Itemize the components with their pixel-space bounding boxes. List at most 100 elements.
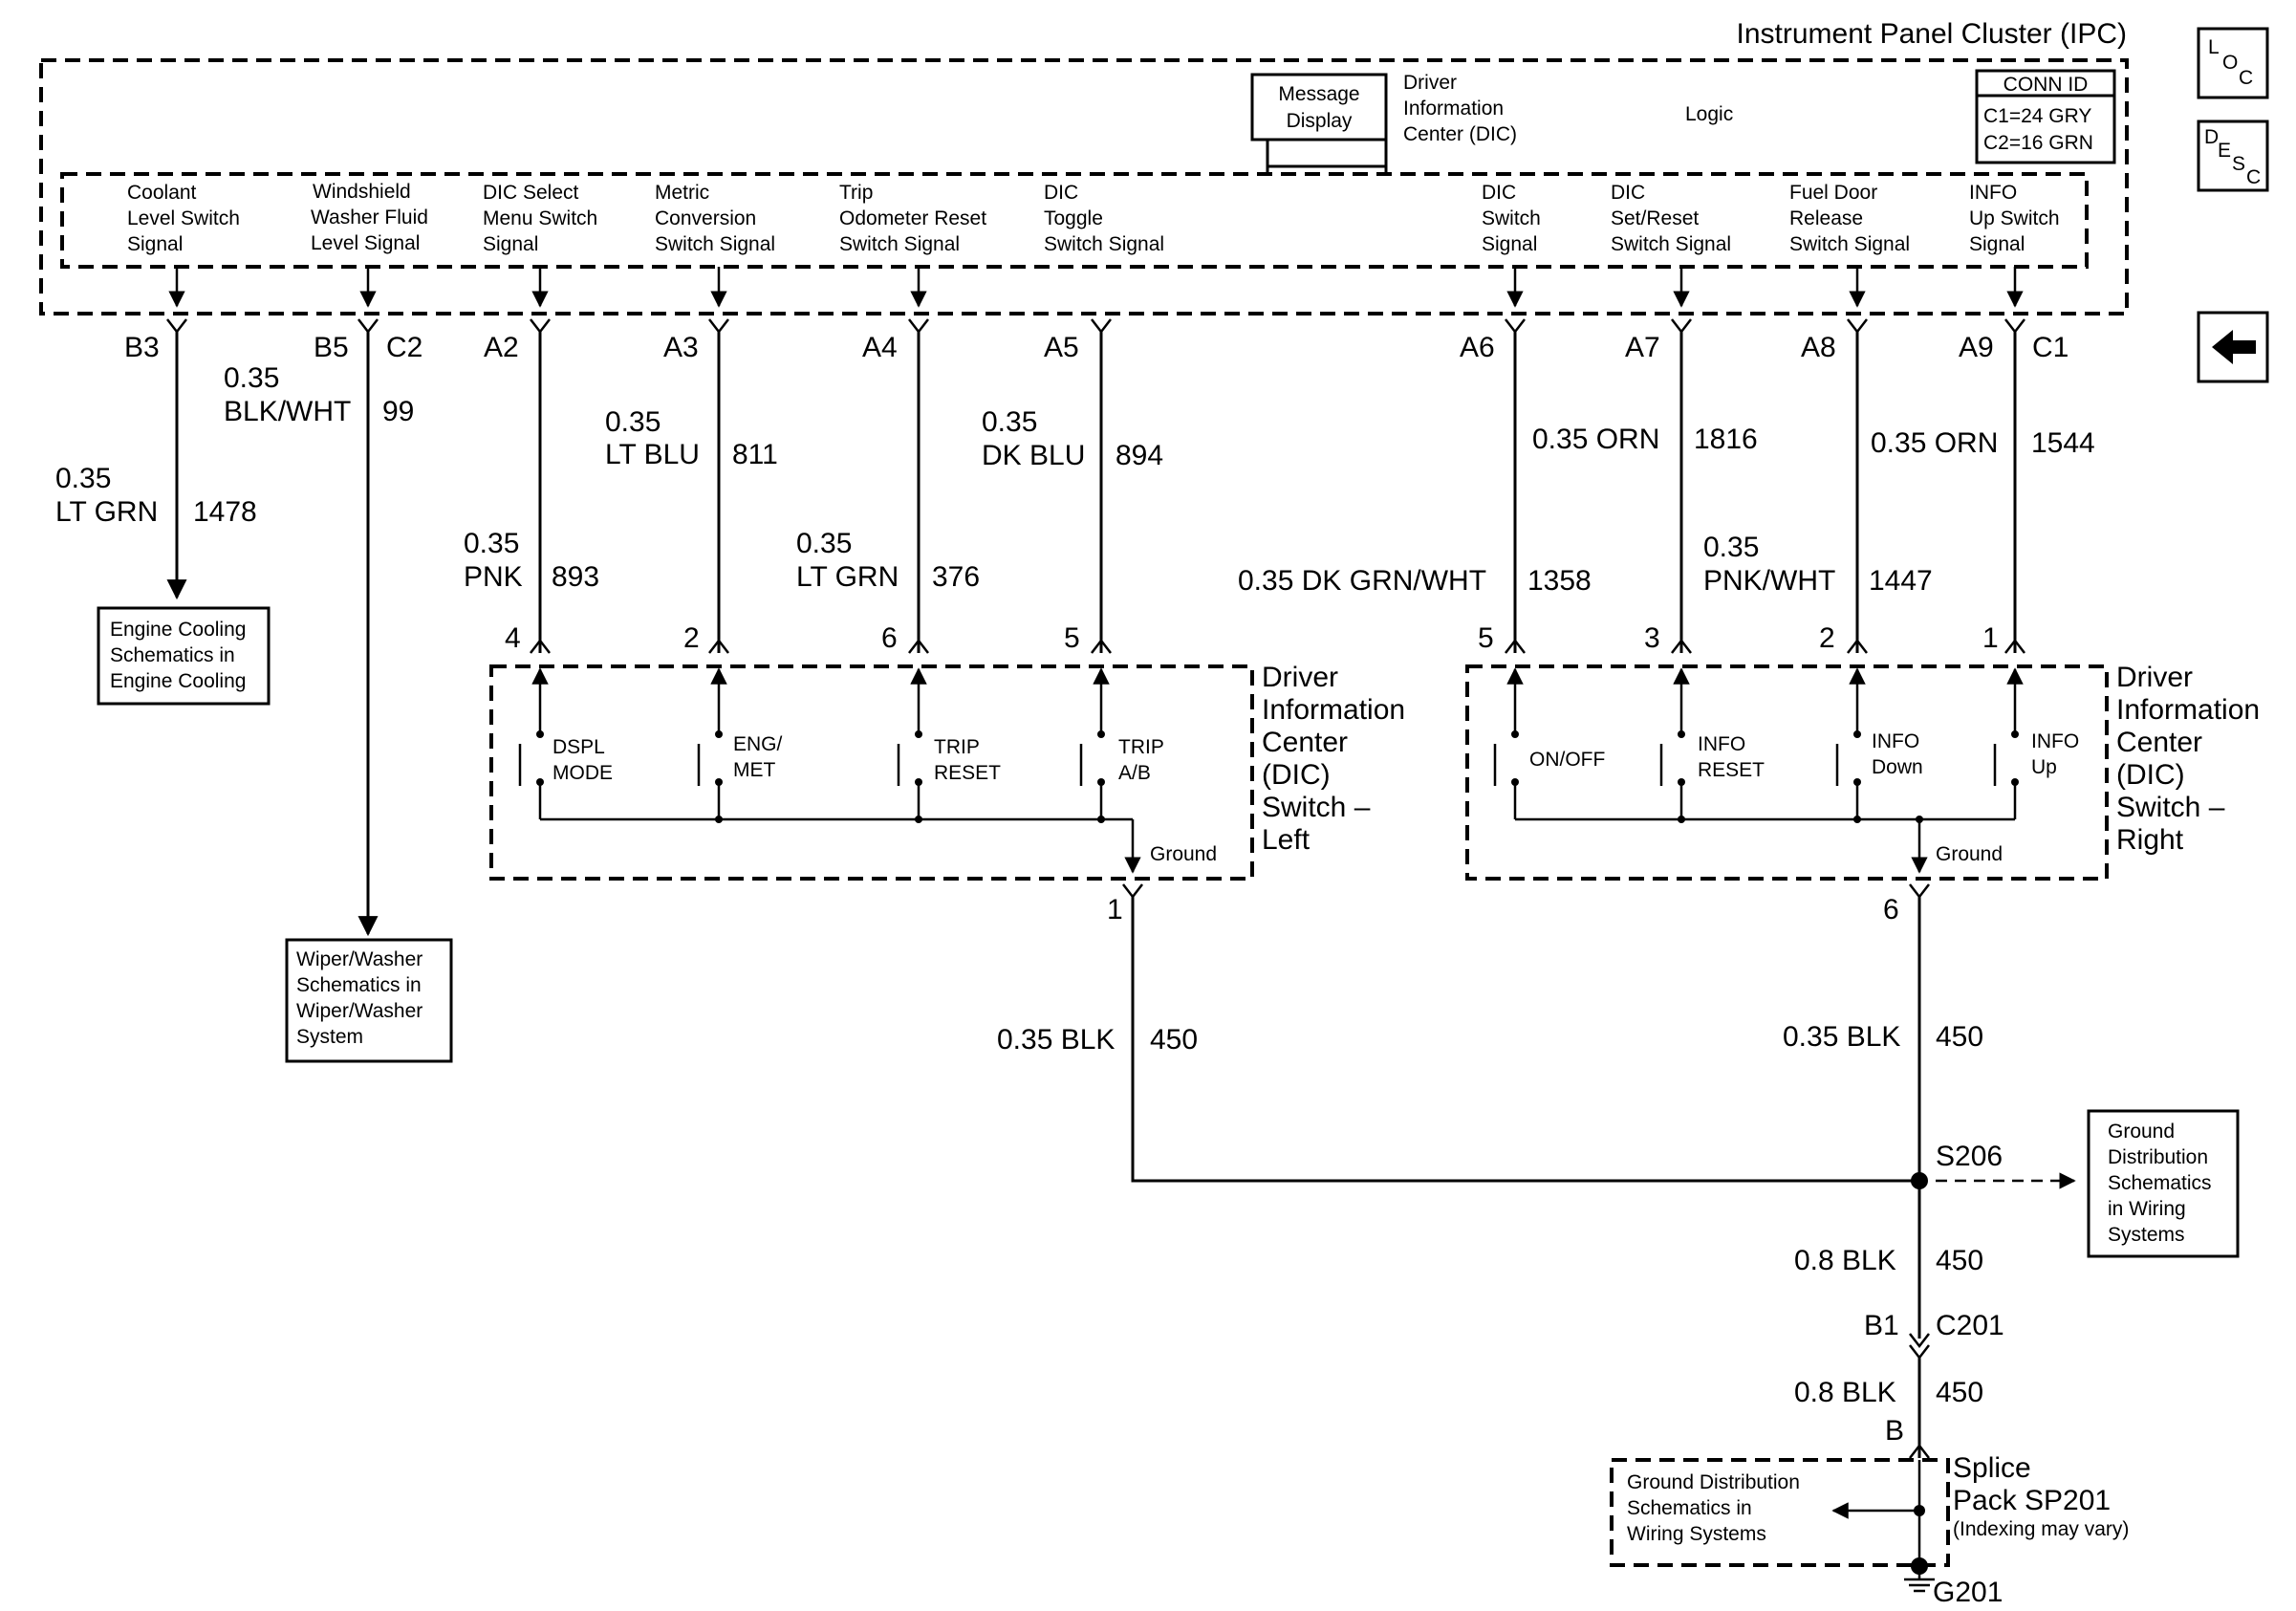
switch-on-off: ON/OFF <box>1493 667 1605 819</box>
svg-text:Set/Reset: Set/Reset <box>1611 207 1699 229</box>
pin-a9: A9 <box>1959 332 1994 363</box>
svg-text:S206: S206 <box>1936 1141 2003 1172</box>
svg-text:0.35 ORN: 0.35 ORN <box>1532 424 1659 455</box>
svg-text:D: D <box>2204 126 2219 148</box>
svg-text:A/B: A/B <box>1118 762 1151 784</box>
signal-label-coolant: Coolant Level Switch Signal <box>127 182 240 255</box>
dic-label: Driver Information Center (DIC) <box>1403 72 1517 145</box>
svg-text:O: O <box>2222 52 2238 74</box>
svg-text:2: 2 <box>1819 622 1835 654</box>
svg-text:Message: Message <box>1278 83 1359 105</box>
svg-text:Windshield: Windshield <box>313 181 411 203</box>
svg-text:(DIC): (DIC) <box>1262 759 1331 791</box>
svg-text:ON/OFF: ON/OFF <box>1529 749 1605 771</box>
switch-info-reset: INFO RESET <box>1659 667 1765 819</box>
dic-switch-right: 5 3 2 1 Driver Information Center (DIC) … <box>1465 622 2260 925</box>
svg-text:G201: G201 <box>1933 1577 2003 1608</box>
svg-text:C: C <box>2246 166 2261 188</box>
svg-text:Schematics in: Schematics in <box>1627 1497 1752 1519</box>
ipc-outline <box>39 58 2129 316</box>
svg-text:C201: C201 <box>1936 1310 2004 1341</box>
svg-text:Driver: Driver <box>2116 662 2193 693</box>
svg-text:0.35 DK GRN/WHT: 0.35 DK GRN/WHT <box>1238 565 1486 597</box>
wire-450-c201: 0.8 BLK 450 <box>1794 1358 1983 1458</box>
svg-text:S: S <box>2232 153 2245 175</box>
pin-a8: A8 <box>1801 332 1836 363</box>
switch-info-up: INFO Up <box>1993 667 2079 819</box>
wire-1358: 0.35 DK GRN/WHT 1358 <box>1238 332 1592 653</box>
instrument-panel-cluster: Instrument Panel Cluster (IPC) Message D… <box>39 18 2129 316</box>
wire-376: 0.35 LT GRN 376 <box>796 332 980 653</box>
svg-text:in Wiring: in Wiring <box>2108 1198 2186 1220</box>
wiper-washer-ref[interactable]: Wiper/Washer Schematics in Wiper/Washer … <box>285 938 453 1063</box>
ipc-pin-labels: B3 B5 C2 A2 A3 A4 A5 A6 A7 A8 A9 C1 <box>124 332 2069 363</box>
ground-distribution-ref[interactable]: Ground Distribution Schematics in Wiring… <box>2087 1109 2240 1258</box>
wire-99: 0.35 BLK/WHT 99 <box>224 332 414 937</box>
switch-trip-ab: TRIP A/B <box>1079 667 1164 819</box>
svg-text:450: 450 <box>1936 1245 1983 1276</box>
ground-distribution-splice-ref[interactable]: Ground Distribution Schematics in Wiring… <box>1627 1471 1800 1545</box>
svg-text:0.35: 0.35 <box>1703 532 1759 563</box>
svg-text:Center (DIC): Center (DIC) <box>1403 123 1517 145</box>
svg-text:Splice: Splice <box>1953 1452 2031 1484</box>
dic-switch-left: 4 2 6 5 Driver Information Center (DIC) … <box>489 622 1405 925</box>
svg-text:TRIP: TRIP <box>1118 736 1164 758</box>
svg-text:INFO: INFO <box>1872 730 1919 752</box>
svg-text:TRIP: TRIP <box>934 736 980 758</box>
svg-text:Right: Right <box>2116 824 2184 856</box>
svg-text:LT GRN: LT GRN <box>796 561 899 593</box>
switch-info-down: INFO Down <box>1835 667 1923 819</box>
signal-label-dic-toggle: DIC Toggle Switch Signal <box>1044 182 1164 255</box>
svg-text:Systems: Systems <box>2108 1224 2185 1246</box>
svg-text:Conversion: Conversion <box>655 207 756 229</box>
svg-text:Driver: Driver <box>1403 72 1457 94</box>
signal-label-dic-select: DIC Select Menu Switch Signal <box>483 182 597 255</box>
ground-label-right: Ground <box>1936 843 2003 865</box>
svg-text:Washer Fluid: Washer Fluid <box>311 207 428 229</box>
svg-text:INFO: INFO <box>1698 733 1745 755</box>
svg-text:INFO: INFO <box>2031 730 2079 752</box>
svg-text:893: 893 <box>552 561 599 593</box>
svg-text:INFO: INFO <box>1969 182 2017 204</box>
signal-label-washer-fluid: Windshield Washer Fluid Level Signal <box>311 181 428 254</box>
svg-text:Ground Distribution: Ground Distribution <box>1627 1471 1800 1493</box>
svg-text:Information: Information <box>2116 694 2260 726</box>
back-button[interactable] <box>2197 311 2269 383</box>
svg-text:0.35 BLK: 0.35 BLK <box>997 1024 1115 1056</box>
svg-text:0.35: 0.35 <box>605 406 661 438</box>
ground-g201: G201 <box>1904 1566 2003 1608</box>
svg-text:PNK/WHT: PNK/WHT <box>1703 565 1835 597</box>
svg-text:DIC Select: DIC Select <box>483 182 579 204</box>
svg-text:Display: Display <box>1287 110 1353 132</box>
svg-text:Up Switch: Up Switch <box>1969 207 2060 229</box>
svg-text:Schematics in: Schematics in <box>296 974 422 996</box>
svg-text:C2=16 GRN: C2=16 GRN <box>1983 132 2093 154</box>
svg-text:894: 894 <box>1116 440 1163 471</box>
svg-text:Wiper/Washer: Wiper/Washer <box>296 1000 422 1022</box>
pin-b3: B3 <box>124 332 160 363</box>
svg-text:ENG/: ENG/ <box>733 733 783 755</box>
desc-button[interactable]: D E S C <box>2197 120 2269 192</box>
pin-a3: A3 <box>663 332 699 363</box>
svg-text:Switch Signal: Switch Signal <box>1611 233 1731 255</box>
svg-text:Wiring Systems: Wiring Systems <box>1627 1523 1766 1545</box>
svg-text:LT BLU: LT BLU <box>605 439 700 470</box>
svg-text:0.8 BLK: 0.8 BLK <box>1794 1377 1896 1408</box>
svg-text:1: 1 <box>1982 622 1999 654</box>
pin-c2: C2 <box>386 332 422 363</box>
conn-id-table: CONN ID C1=24 GRY C2=16 GRN <box>1975 69 2116 164</box>
svg-text:C: C <box>2239 67 2253 89</box>
switch-trip-reset: TRIP RESET <box>897 667 1001 819</box>
svg-text:Engine Cooling: Engine Cooling <box>110 670 246 692</box>
switch-dspl-mode: DSPL MODE <box>518 667 613 819</box>
wire-1544: 0.35 ORN 1544 <box>1871 332 2095 653</box>
ipc-signal-arrows <box>168 267 2024 308</box>
engine-cooling-ref[interactable]: Engine Cooling Schematics in Engine Cool… <box>97 606 271 706</box>
svg-text:1478: 1478 <box>193 496 257 528</box>
signal-label-trip-reset: Trip Odometer Reset Switch Signal <box>839 182 986 255</box>
signal-label-dic-switch: DIC Switch Signal <box>1482 182 1541 255</box>
loc-button[interactable]: L O C <box>2197 27 2269 99</box>
ipc-title: Instrument Panel Cluster (IPC) <box>1737 18 2127 50</box>
svg-text:Level Signal: Level Signal <box>311 232 420 254</box>
